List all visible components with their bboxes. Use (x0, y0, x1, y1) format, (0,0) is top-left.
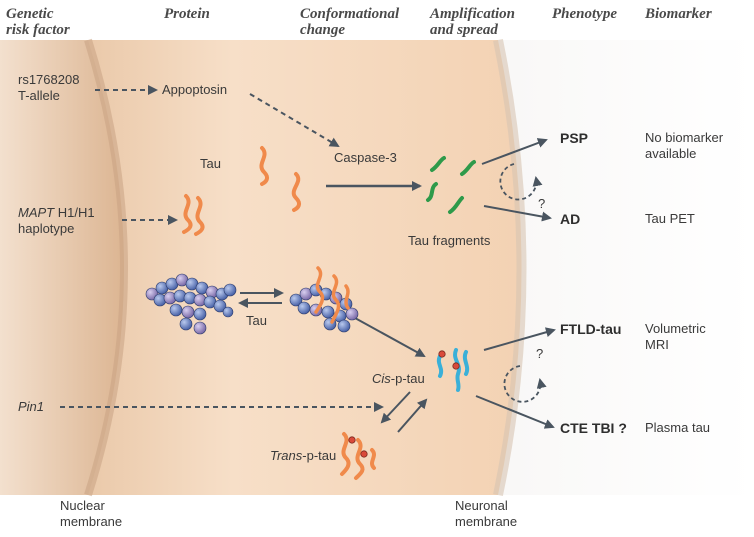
cis-phospho-groups (438, 350, 460, 370)
arrow-cis-to-cte (475, 395, 555, 429)
header-protein: Protein (164, 6, 210, 22)
nuclear-membrane-line (84, 38, 128, 497)
neuronal-cytoplasm (40, 40, 522, 495)
label-tau-aggregate: Tau (246, 313, 267, 328)
trans-p-tau-molecules (340, 432, 376, 480)
arrow-cis-to-ftld (483, 327, 556, 351)
phenotype-psp: PSP (560, 130, 589, 146)
cis-p-tau-molecules (436, 348, 470, 392)
tau-bead-aggregate (145, 273, 237, 335)
label-cis-p-tau: Cis-p-tau (372, 371, 425, 386)
phenotype-ad: AD (560, 211, 581, 227)
arrow-cis-to-trans (380, 391, 411, 424)
tau-squiggle-4 (194, 196, 205, 236)
label-appoptosin: Appoptosin (162, 82, 228, 97)
fragment-3 (460, 160, 476, 176)
phenotype-ftld-tau: FTLD-tau (560, 321, 622, 337)
fragment-1 (430, 156, 446, 172)
label-trans-p-tau: Trans-p-tau (270, 448, 337, 463)
fragment-4 (448, 196, 464, 214)
label-tau-fragments: Tau fragments (408, 233, 491, 248)
fragment-2 (426, 182, 438, 202)
arrow-aggregate-to-cis (354, 317, 426, 357)
tau-fragments (426, 156, 476, 214)
arrow-appoptosin-to-caspase (249, 93, 340, 148)
biomarker-ad: Tau PET (645, 211, 695, 226)
tau-monomers (182, 146, 302, 236)
label-caspase-3: Caspase-3 (334, 150, 397, 165)
risk-pin1: Pin1 (18, 399, 45, 414)
tau-bead-aggregate-with-tau (289, 266, 359, 333)
arrow-fragments-to-psp (481, 138, 548, 165)
tau-squiggle-3 (182, 194, 193, 234)
question-mark-top: ? (538, 196, 546, 211)
spread-cycle-bottom (503, 365, 547, 403)
tau-squiggle-1 (259, 146, 270, 186)
arrow-trans-to-cis (397, 398, 428, 433)
label-tau: Tau (200, 156, 221, 171)
trans-phospho-groups (348, 436, 368, 458)
header-phenotype: Phenotype (552, 6, 617, 22)
neuronal-membrane-line (493, 38, 527, 497)
phenotype-cte-tbi: CTE TBI ? (560, 420, 627, 436)
nucleus (0, 40, 124, 495)
arrow-fragments-to-ad (483, 205, 552, 222)
risk-mapt-h1: MAPT H1/H1 haplotype (18, 205, 95, 236)
spread-cycle-top (499, 163, 543, 201)
question-mark-bottom: ? (536, 346, 544, 361)
header-biomarker: Biomarker (645, 6, 712, 22)
tau-squiggle-2 (291, 172, 302, 212)
biomarker-cte: Plasma tau (645, 420, 711, 435)
